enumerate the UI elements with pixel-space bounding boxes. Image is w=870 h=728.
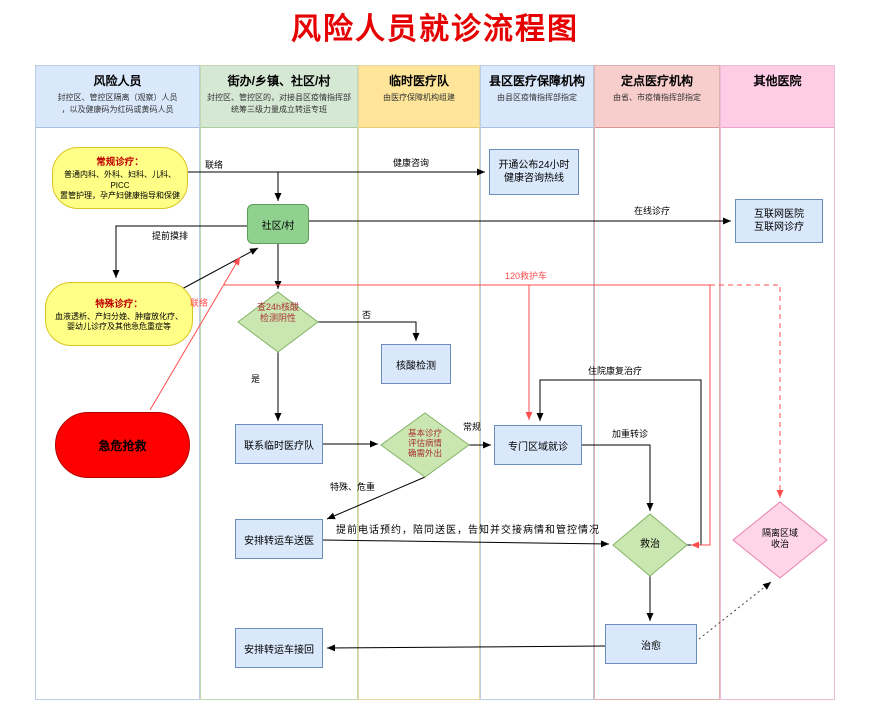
lane-designated-hospital-header: 定点医疗机构 由省、市疫情指挥部指定 [595,66,719,128]
edge-label-regular: 常规 [463,422,482,432]
node-internet-hospital-label: 互联网医院 互联网诊疗 [754,208,804,234]
edge-label-pre-survey: 提前摸排 [152,231,189,241]
lane-designated-hospital: 定点医疗机构 由省、市疫情指挥部指定 [594,65,720,700]
lane-other-hospitals: 其他医院 [720,65,835,700]
node-regular-care-body: 普通内科、外科、妇科、儿科、PICC 置管护理，孕产妇健康指导和保健 [60,170,180,201]
page-title: 风险人员就诊流程图 [291,12,579,47]
node-emergency-rescue: 急危抢救 [55,412,190,478]
node-community-village: 社区/村 [247,204,309,244]
lane-title: 其他医院 [753,74,802,88]
node-arrange-transfer-send: 安排转运车送医 [235,519,323,559]
node-cured-label: 治愈 [641,640,661,652]
lane-community-header: 街办/乡镇、社区/村 封控区、管控区的，对接县区疫情指挥部 统筹三级力量成立转运… [201,66,357,128]
edge-label-health-consult: 健康咨询 [393,158,430,168]
edge-label-contact-1: 联络 [205,160,224,170]
edge-label-escort: 提前电话预约，陪同送医，告知并交接病情和管控情况 [336,525,600,536]
lane-title: 县区医疗保障机构 [488,74,585,88]
node-special-area-visit: 专门区域就诊 [494,425,582,465]
edge-label-no: 否 [362,310,372,320]
node-community-village-label: 社区/村 [261,220,295,232]
lane-subtitle: 由县区疫情指挥部指定 [497,93,577,102]
node-special-care: 特殊诊疗： 血液透析、产妇分娩、肿瘤放化疗、 婴幼儿诊疗及其他急危重症等 [45,282,193,346]
node-hotline-label: 开通公布24小时 健康咨询热线 [498,159,570,185]
lane-subtitle: 由省、市疫情指挥部指定 [613,93,701,102]
lane-temp-medical-team-header: 临时医疗队 由医疗保障机构组建 [359,66,479,128]
lane-subtitle: 由医疗保障机构组建 [383,93,455,102]
node-contact-medical-team-label: 联系临时医疗队 [244,440,314,452]
node-arrange-transfer-return-label: 安排转运车接回 [244,644,314,656]
node-rescue-label: 救治 [640,539,660,550]
edge-label-special-critical: 特殊、危重 [330,482,376,492]
node-nucleic-test: 核酸检测 [381,344,451,384]
node-special-care-body: 血液透析、产妇分娩、肿瘤放化疗、 婴幼儿诊疗及其他急危重症等 [55,311,183,331]
node-cured: 治愈 [605,624,697,664]
node-isolation-label: 隔离区域 收治 [761,528,798,549]
lane-title: 风险人员 [93,74,142,88]
node-arrange-transfer-return: 安排转运车接回 [235,628,323,668]
lane-title: 定点医疗机构 [620,74,693,88]
edge-label-online-care: 在线诊疗 [634,206,671,216]
node-emergency-rescue-label: 急危抢救 [98,438,147,453]
node-arrange-transfer-send-label: 安排转运车送医 [244,535,314,547]
node-regular-care-title: 常规诊疗： [96,157,144,169]
lane-subtitle: 封控区、管控区隔离（观察）人员 ，以及健康码为红码或黄码人员 [57,93,178,114]
edge-label-yes: 是 [251,374,261,384]
node-regular-care: 常规诊疗： 普通内科、外科、妇科、儿科、PICC 置管护理，孕产妇健康指导和保健 [52,147,188,209]
node-check-negative-label: 查24h核酸 检测阴性 [256,302,300,323]
node-hotline: 开通公布24小时 健康咨询热线 [489,149,579,195]
node-internet-hospital: 互联网医院 互联网诊疗 [735,199,823,243]
node-special-area-visit-label: 专门区域就诊 [508,441,568,453]
node-assess-label: 基本诊疗 评估病情 确需外出 [407,428,442,459]
edge-label-aggravate: 加重转诊 [612,429,649,439]
node-contact-medical-team: 联系临时医疗队 [235,424,323,464]
edge-label-rehab: 住院康复治疗 [588,366,643,376]
lane-subtitle: 封控区、管控区的，对接县区疫情指挥部 统筹三级力量成立转运专班 [207,93,351,114]
lane-county-medical-agency-header: 县区医疗保障机构 由县区疫情指挥部指定 [481,66,593,128]
node-nucleic-test-label: 核酸检测 [396,360,436,372]
node-special-care-title: 特殊诊疗： [95,298,143,310]
edge-label-contact-2: 联络 [190,298,209,308]
lane-title: 临时医疗队 [388,74,449,88]
lane-community: 街办/乡镇、社区/村 封控区、管控区的，对接县区疫情指挥部 统筹三级力量成立转运… [200,65,358,700]
lane-risk-people-header: 风险人员 封控区、管控区隔离（观察）人员 ，以及健康码为红码或黄码人员 [36,66,199,128]
edge-label-ambulance: 120救护车 [505,271,548,281]
lane-other-hospitals-header: 其他医院 [721,66,834,128]
lane-title: 街办/乡镇、社区/村 [227,74,331,88]
